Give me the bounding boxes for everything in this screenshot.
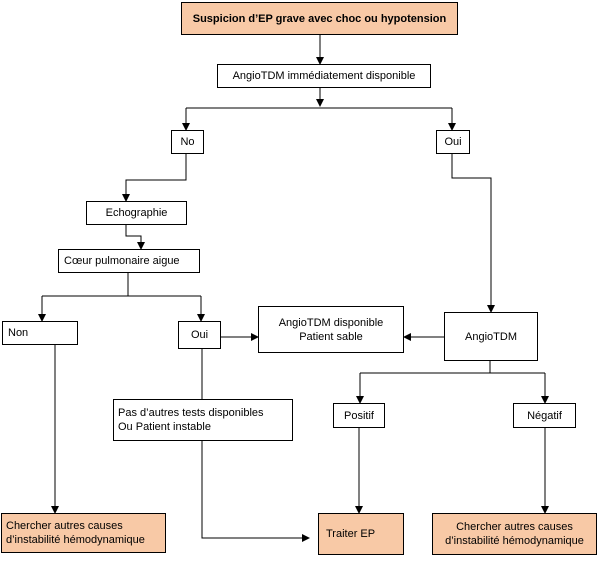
- node-traiter-ep: Traiter EP: [318, 513, 404, 555]
- node-chercher-left-line2: d’instabilité hémodynamique: [6, 534, 145, 546]
- node-no-label: No: [180, 136, 195, 148]
- node-negatif-label: Négatif: [527, 409, 562, 422]
- node-oui-mid-label: Oui: [190, 329, 209, 341]
- node-chercher-left: Chercher autres causes d’instabilité hém…: [1, 513, 166, 553]
- node-pas-autres-tests: Pas d’autres tests disponibles Ou Patien…: [113, 399, 293, 441]
- node-start: Suspicion d’EP grave avec choc ou hypote…: [181, 2, 458, 35]
- node-angio-disponible-line2: Patient sable: [299, 330, 363, 343]
- node-positif: Positif: [333, 403, 385, 428]
- node-traiter-ep-label: Traiter EP: [326, 528, 376, 540]
- node-chercher-right-line1: Chercher autres causes: [456, 521, 573, 533]
- node-negatif: Négatif: [513, 403, 576, 428]
- node-coeur-pulmonaire: Cœur pulmonaire aigue: [58, 249, 200, 273]
- node-non-label: Non: [8, 327, 29, 339]
- node-angio-disponible: AngioTDM disponible Patient sable: [258, 306, 404, 353]
- arrow-no-to-echo: [122, 154, 187, 202]
- node-angiotdm: AngioTDM: [444, 312, 538, 361]
- node-positif-label: Positif: [344, 409, 374, 422]
- node-oui-top: Oui: [436, 130, 470, 154]
- arrow-oui-to-angiotdm: [451, 154, 495, 313]
- node-oui-top-label: Oui: [444, 136, 462, 148]
- node-echographie-label: Echographie: [105, 207, 168, 219]
- node-oui-mid: Oui: [178, 321, 221, 349]
- node-angiotdm-label: AngioTDM: [465, 330, 517, 343]
- node-chercher-right-line2: d’instabilité hémodynamique: [445, 535, 584, 547]
- node-coeur-pulmonaire-label: Cœur pulmonaire aigue: [64, 255, 180, 267]
- arrow-pas-to-traiter: [201, 441, 310, 542]
- arrow-echo-to-coeur: [125, 225, 145, 250]
- node-chercher-left-line1: Chercher autres causes: [6, 520, 123, 532]
- node-start-label: Suspicion d’EP grave avec choc ou hypote…: [192, 12, 447, 25]
- node-pas-autres-tests-line1: Pas d’autres tests disponibles: [118, 407, 264, 419]
- node-no: No: [171, 130, 204, 154]
- node-angio-disponible-line1: AngioTDM disponible: [278, 316, 384, 329]
- node-angio-available-label: AngioTDM immédiatement disponible: [232, 70, 416, 82]
- node-pas-autres-tests-line2: Ou Patient instable: [118, 421, 211, 433]
- node-non: Non: [2, 321, 78, 345]
- node-echographie: Echographie: [86, 201, 187, 225]
- node-chercher-right: Chercher autres causes d’instabilité hém…: [432, 513, 597, 555]
- node-angio-available: AngioTDM immédiatement disponible: [217, 64, 431, 88]
